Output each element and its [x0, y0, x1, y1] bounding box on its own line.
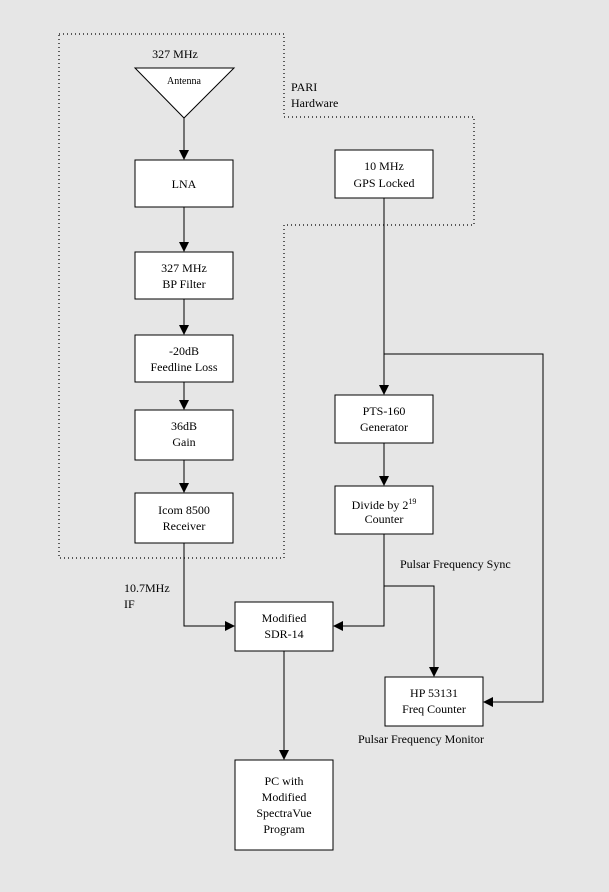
wire-divide-sdr — [333, 534, 385, 631]
pulsar-sync-label: Pulsar Frequency Sync — [400, 557, 511, 571]
wire-receiver-sdr — [183, 543, 235, 631]
pts-line2: Generator — [360, 420, 408, 434]
feedline-line1: -20dB — [169, 344, 199, 358]
receiver-line2: Receiver — [163, 519, 206, 533]
wire-divide-hp — [384, 585, 439, 677]
bp-filter-line1: 327 MHz — [161, 261, 207, 275]
freq-327-label: 327 MHz — [152, 47, 198, 61]
antenna-icon — [133, 67, 236, 119]
wire-gps-hp — [384, 353, 544, 707]
sdr-line2: SDR-14 — [264, 627, 303, 641]
if-freq-label: 10.7MHz — [124, 581, 170, 595]
gain-line2: Gain — [172, 435, 195, 449]
sdr-line1: Modified — [262, 611, 307, 625]
bp-filter-block: 327 MHz BP Filter — [134, 251, 234, 300]
bp-filter-line2: BP Filter — [162, 277, 205, 291]
sdr-block: Modified SDR-14 — [234, 601, 334, 652]
divide-line1: Divide by 219 — [352, 497, 417, 512]
pts-line1: PTS-160 — [363, 404, 406, 418]
hp-line1: HP 53131 — [410, 686, 458, 700]
antenna-label: Antenna — [167, 76, 201, 87]
gain-line1: 36dB — [171, 419, 197, 433]
pc-block: PC with Modified SpectraVue Program — [234, 759, 334, 851]
receiver-line1: Icom 8500 — [158, 503, 210, 517]
lna-block: LNA — [134, 159, 234, 208]
pari-label: PARI — [291, 80, 317, 94]
gain-block: 36dB Gain — [134, 409, 234, 461]
pari-hardware-boundary — [58, 33, 475, 559]
pc-line1: PC with — [264, 774, 303, 788]
divide-counter-block: Divide by 219 Counter — [334, 485, 434, 535]
receiver-block: Icom 8500 Receiver — [134, 492, 234, 544]
divide-exponent: 19 — [408, 497, 416, 506]
pc-line3: SpectraVue — [256, 806, 311, 820]
pts-generator-block: PTS-160 Generator — [334, 394, 434, 444]
hp-counter-block: HP 53131 Freq Counter — [384, 676, 484, 727]
gps-block: 10 MHz GPS Locked — [334, 149, 434, 199]
pc-line2: Modified — [262, 790, 307, 804]
feedline-loss-block: -20dB Feedline Loss — [134, 334, 234, 383]
feedline-line2: Feedline Loss — [151, 360, 218, 374]
pc-line4: Program — [263, 822, 305, 836]
gps-line1: 10 MHz — [364, 159, 404, 173]
lna-label: LNA — [172, 177, 197, 191]
if-label: IF — [124, 597, 135, 611]
hp-line2: Freq Counter — [402, 702, 466, 716]
gps-line2: GPS Locked — [354, 176, 415, 190]
divide-line2: Counter — [365, 512, 404, 526]
hardware-label: Hardware — [291, 96, 338, 110]
divide-text: Divide by 2 — [352, 498, 409, 512]
pulsar-monitor-label: Pulsar Frequency Monitor — [358, 732, 484, 746]
antenna-block: Antenna — [133, 67, 236, 119]
